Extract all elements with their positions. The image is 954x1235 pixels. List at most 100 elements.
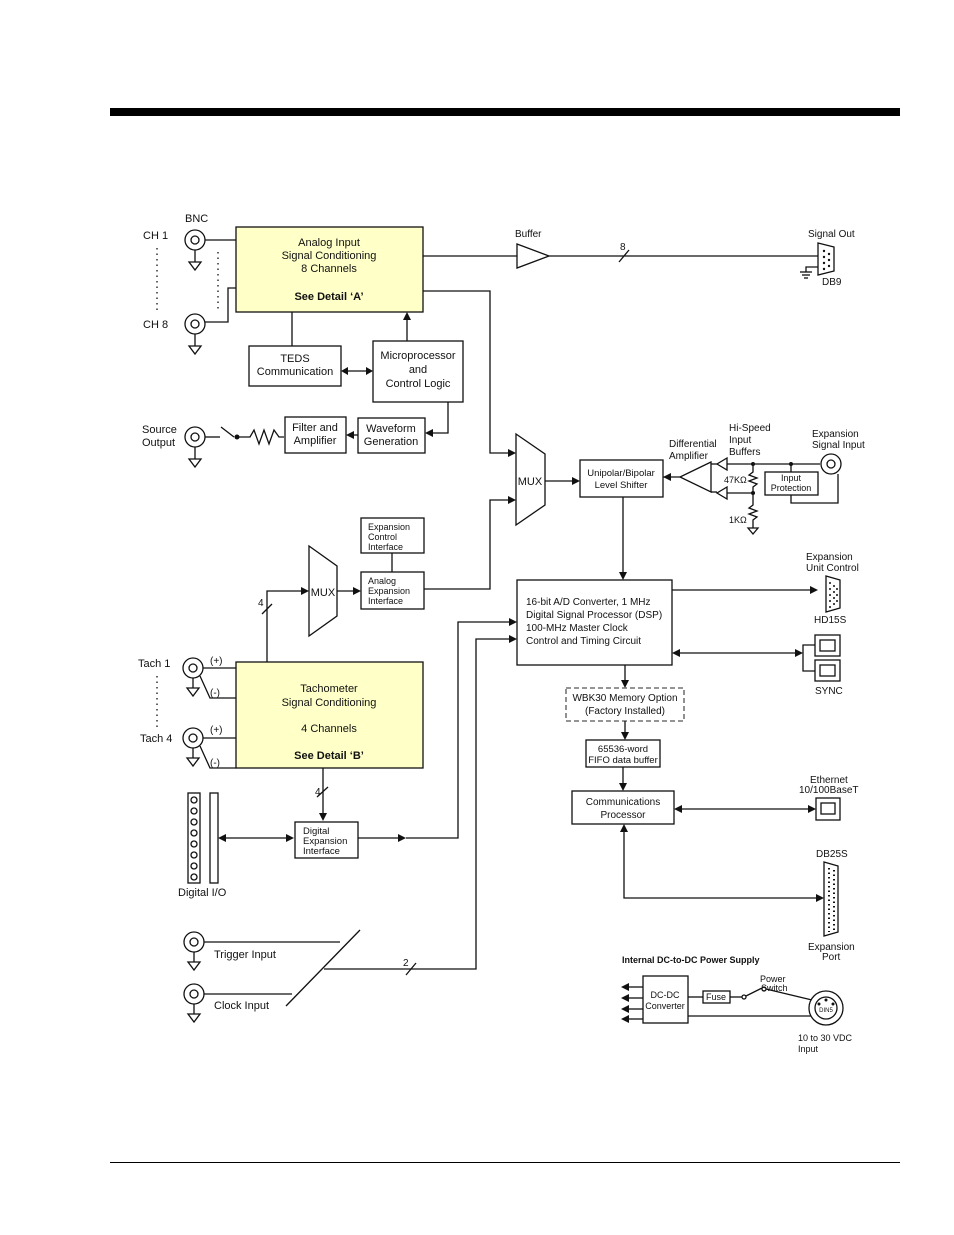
digital-io-label: Digital I/O: [178, 887, 227, 899]
bnc-ch1-connector: [184, 229, 206, 272]
power-supply-title: Internal DC-to-DC Power Supply: [622, 955, 760, 965]
bus-width-dig4: 4: [315, 787, 321, 798]
adc-line4: Control and Timing Circuit: [526, 636, 641, 647]
tachometer-line3: 4 Channels: [301, 723, 357, 735]
analog-input-line1: Analog Input: [298, 237, 360, 249]
filter-amp-block: [284, 416, 347, 454]
tach1-label: Tach 1: [138, 658, 170, 670]
source-output-line1: Source: [142, 424, 177, 436]
dcdc-line1: DC-DC: [651, 990, 680, 1000]
expansion-signal-input-line1: Expansion: [812, 429, 859, 440]
buffer-triangle: [516, 243, 551, 269]
vdc-input-line1: 10 to 30 VDC: [798, 1033, 853, 1043]
microprocessor-line2: and: [409, 364, 427, 376]
mux-tach: [308, 544, 338, 638]
waveform-line1: Waveform: [366, 423, 416, 435]
ethernet-connector: [815, 797, 841, 821]
microprocessor-block: [372, 340, 464, 403]
see-detail-a: See Detail ‘A’: [294, 291, 363, 303]
tachometer-block: [235, 661, 424, 769]
hispeed-line2: Input: [729, 435, 751, 446]
buffer-label: Buffer: [515, 229, 542, 240]
digital-expansion-line3: Interface: [303, 846, 340, 857]
trigger-input-label: Trigger Input: [214, 949, 276, 961]
mux-main-label: MUX: [518, 476, 543, 488]
bnc-ch8-connector: [184, 313, 206, 356]
analog-input-line2: Signal Conditioning: [282, 250, 377, 262]
expansion-control-line2: Control: [368, 532, 397, 542]
wbk30-line1: WBK30 Memory Option: [572, 693, 677, 704]
db25s-label: DB25S: [816, 849, 848, 860]
hispeed-line1: Hi-Speed: [729, 423, 771, 434]
expansion-port-line2: Port: [822, 952, 841, 963]
analog-expansion-line3: Interface: [368, 596, 403, 606]
comm-processor-block: [571, 790, 675, 825]
teds-block: [248, 345, 342, 387]
power-output-arrows: [621, 983, 643, 1023]
level-shifter-line2: Level Shifter: [595, 480, 648, 491]
db9-label: DB9: [822, 277, 842, 288]
expansion-control-line1: Expansion: [368, 522, 410, 532]
diff-amp-line2: Amplifier: [669, 451, 709, 462]
digital-expansion-line2: Expansion: [303, 836, 347, 847]
bus-width-tach4: 4: [258, 598, 264, 609]
ch1-label: CH 1: [143, 230, 168, 242]
adc-dsp-block: [516, 579, 673, 666]
input-protection-line2: Protection: [771, 483, 812, 493]
diff-amp-triangle: [678, 460, 712, 494]
microprocessor-line1: Microprocessor: [380, 350, 456, 362]
expansion-unit-control-line1: Expansion: [806, 552, 853, 563]
fifo-line1: 65536-word: [598, 744, 648, 755]
ch8-label: CH 8: [143, 319, 168, 331]
filter-amp-line1: Filter and: [292, 422, 338, 434]
tach4-label: Tach 4: [140, 733, 172, 745]
hd15s-label: HD15S: [814, 615, 847, 626]
bnc-label: BNC: [185, 213, 208, 225]
teds-line1: TEDS: [280, 353, 309, 365]
tach1-minus: (-): [210, 688, 220, 699]
bnc-tach1-connector: [182, 657, 204, 698]
digital-expansion-block: [294, 821, 359, 859]
bnc-clock-connector: [183, 983, 205, 1024]
analog-expansion-line2: Expansion: [368, 586, 410, 596]
analog-expansion-line1: Analog: [368, 576, 396, 586]
bnc-trigger-connector: [183, 931, 205, 972]
wbk30-memory-option: [565, 687, 685, 722]
see-detail-b: See Detail ‘B’: [294, 750, 364, 762]
din5-label: DIN5: [819, 1008, 833, 1014]
vdc-input-line2: Input: [798, 1044, 819, 1054]
expansion-control-line3: Interface: [368, 542, 403, 552]
tach4-minus: (-): [210, 758, 220, 769]
bus-width-out8: 8: [620, 242, 626, 253]
analog-input-block: [235, 226, 424, 313]
tach1-plus: (+): [210, 656, 223, 667]
power-switch-line1: Power: [760, 974, 786, 984]
sync-connectors: [814, 634, 841, 682]
mux-main: [515, 432, 546, 527]
microprocessor-line3: Control Logic: [386, 378, 451, 390]
bnc-expansion-input-connector: [820, 453, 842, 475]
teds-line2: Communication: [257, 366, 333, 378]
comm-processor-line1: Communications: [586, 797, 660, 808]
ethernet-line2: 10/100BaseT: [799, 785, 859, 796]
level-shifter-block: [579, 459, 664, 498]
input-protection-line1: Input: [781, 473, 802, 483]
diff-amp-line1: Differential: [669, 439, 717, 450]
header-rule: [110, 108, 900, 116]
db9-connector: [817, 242, 835, 276]
clock-input-label: Clock Input: [214, 1000, 269, 1012]
adc-line3: 100-MHz Master Clock: [526, 623, 629, 634]
waveform-line2: Generation: [364, 436, 418, 448]
dcdc-line2: Converter: [645, 1001, 685, 1011]
dcdc-converter-block: [642, 975, 689, 1024]
tachometer-line2: Signal Conditioning: [282, 697, 377, 709]
sync-label: SYNC: [815, 686, 843, 697]
comm-processor-line2: Processor: [600, 810, 646, 821]
adc-line2: Digital Signal Processor (DSP): [526, 610, 662, 621]
tach4-plus: (+): [210, 725, 223, 736]
expansion-unit-control-line2: Unit Control: [806, 563, 859, 574]
footer-rule: [110, 1162, 900, 1163]
tachometer-line1: Tachometer: [300, 683, 358, 695]
source-output-line2: Output: [142, 437, 175, 449]
wbk30-line2: (Factory Installed): [585, 706, 665, 717]
